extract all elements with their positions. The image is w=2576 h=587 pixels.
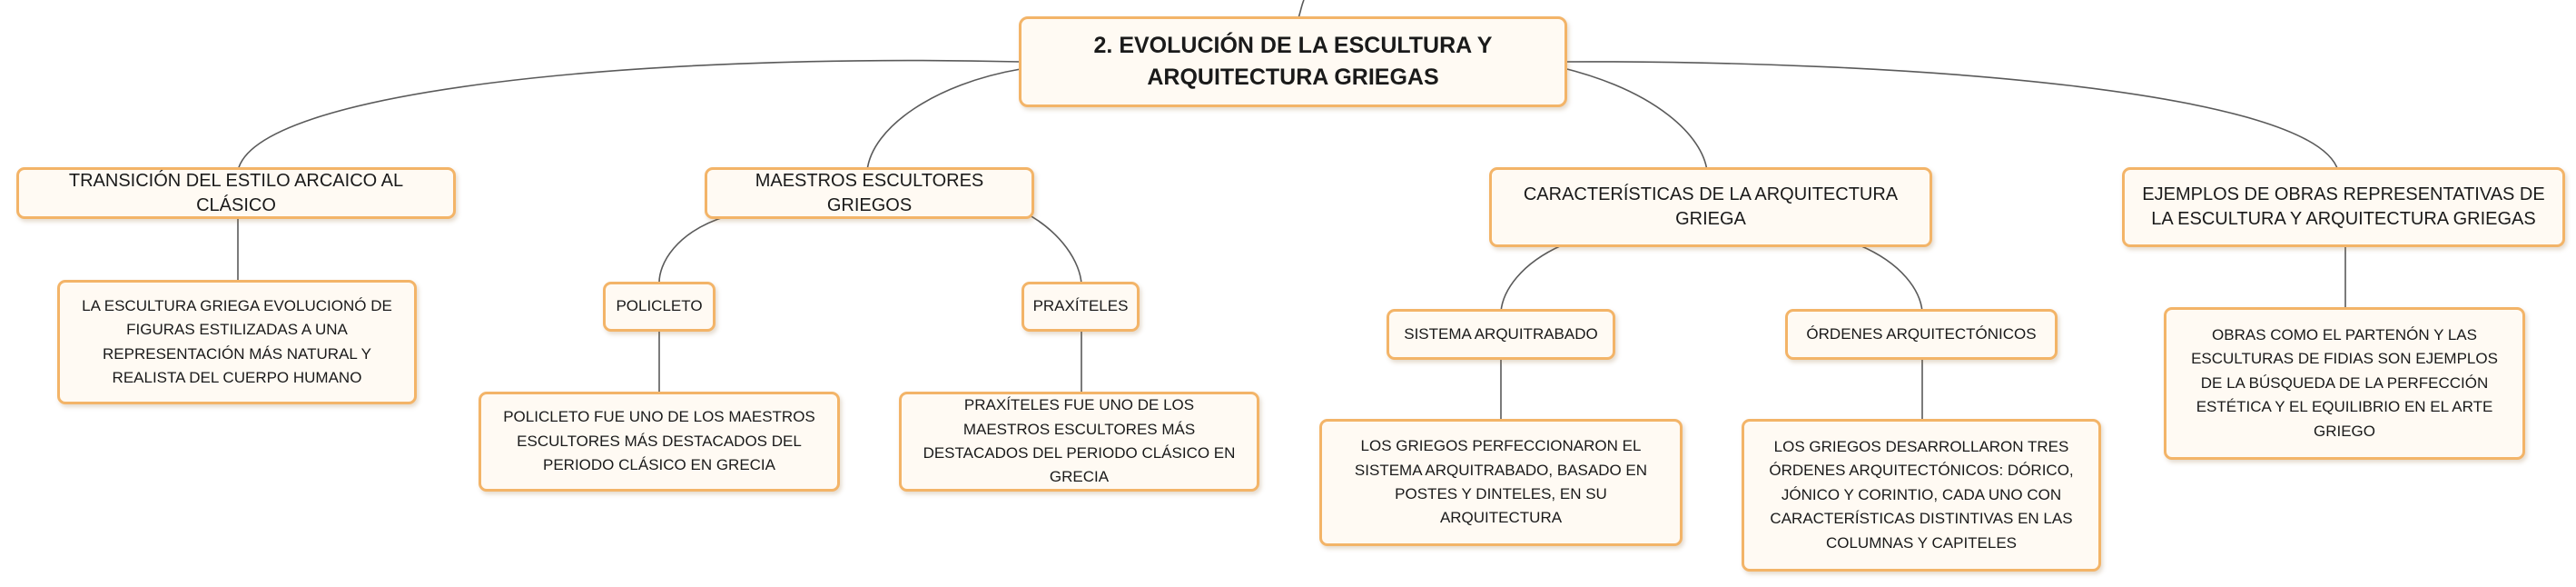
root-node-label: 2. EVOLUCIÓN DE LA ESCULTURA Y ARQUITECT… (1093, 33, 1493, 90)
branch-caracteristicas-label: CARACTERÍSTICAS DE LA ARQUITECTURA GRIEG… (1523, 184, 1899, 229)
connector-root-parent (1298, 0, 1305, 19)
sub-praxiteles-node[interactable]: PRAXÍTELES (1022, 282, 1140, 332)
detail-ejemplos-text: OBRAS COMO EL PARTENÓN Y LAS ESCULTURAS … (2191, 326, 2498, 440)
detail-ejemplos-node[interactable]: OBRAS COMO EL PARTENÓN Y LAS ESCULTURAS … (2164, 307, 2525, 460)
connector-root-to-branch-ejemplos (1559, 61, 2339, 172)
detail-praxiteles-text: PRAXÍTELES FUE UNO DE LOS MAESTROS ESCUL… (923, 396, 1236, 486)
detail-policleto-node[interactable]: POLICLETO FUE UNO DE LOS MAESTROS ESCULT… (479, 392, 840, 492)
connector-root-to-branch-transicion (237, 59, 1022, 172)
sub-sistema-node[interactable]: SISTEMA ARQUITRABADO (1387, 309, 1615, 360)
detail-praxiteles-node[interactable]: PRAXÍTELES FUE UNO DE LOS MAESTROS ESCUL… (899, 392, 1259, 492)
branch-ejemplos-node[interactable]: EJEMPLOS DE OBRAS REPRESENTATIVAS DE LA … (2122, 167, 2565, 247)
connector-maestros-to-praxiteles (1021, 210, 1082, 285)
branch-caracteristicas-node[interactable]: CARACTERÍSTICAS DE LA ARQUITECTURA GRIEG… (1489, 167, 1932, 247)
sub-ordenes-node[interactable]: ÓRDENES ARQUITECTÓNICOS (1785, 309, 2058, 360)
detail-ordenes-node[interactable]: LOS GRIEGOS DESARROLLARON TRES ÓRDENES A… (1742, 419, 2101, 572)
sub-policleto-node[interactable]: POLICLETO (603, 282, 716, 332)
root-node[interactable]: 2. EVOLUCIÓN DE LA ESCULTURA Y ARQUITECT… (1019, 16, 1567, 107)
connector-root-to-branch-maestros (866, 68, 1022, 172)
branch-ejemplos-label: EJEMPLOS DE OBRAS REPRESENTATIVAS DE LA … (2142, 184, 2545, 229)
detail-sistema-text: LOS GRIEGOS PERFECCIONARON EL SISTEMA AR… (1354, 437, 1648, 527)
detail-policleto-text: POLICLETO FUE UNO DE LOS MAESTROS ESCULT… (503, 408, 815, 474)
sub-sistema-label: SISTEMA ARQUITRABADO (1404, 324, 1598, 343)
sub-policleto-label: POLICLETO (616, 297, 703, 315)
branch-transicion-label: TRANSICIÓN DEL ESTILO ARCAICO AL CLÁSICO (68, 170, 404, 215)
sub-ordenes-label: ÓRDENES ARQUITECTÓNICOS (1806, 324, 2037, 343)
connector-caracteristicas-to-sistema (1500, 244, 1563, 313)
connector-maestros-to-policleto (658, 215, 727, 285)
branch-maestros-label: MAESTROS ESCULTORES GRIEGOS (755, 170, 984, 215)
detail-ordenes-text: LOS GRIEGOS DESARROLLARON TRES ÓRDENES A… (1769, 438, 2074, 552)
sub-praxiteles-label: PRAXÍTELES (1032, 297, 1129, 315)
connector-root-to-branch-caracteristicas (1559, 66, 1708, 172)
detail-transicion-node[interactable]: LA ESCULTURA GRIEGA EVOLUCIONÓ DE FIGURA… (57, 280, 417, 404)
branch-maestros-node[interactable]: MAESTROS ESCULTORES GRIEGOS (705, 167, 1034, 219)
connector-caracteristicas-to-ordenes (1859, 244, 1923, 313)
branch-transicion-node[interactable]: TRANSICIÓN DEL ESTILO ARCAICO AL CLÁSICO (16, 167, 456, 219)
detail-sistema-node[interactable]: LOS GRIEGOS PERFECCIONARON EL SISTEMA AR… (1319, 419, 1683, 546)
detail-transicion-text: LA ESCULTURA GRIEGA EVOLUCIONÓ DE FIGURA… (82, 296, 392, 386)
